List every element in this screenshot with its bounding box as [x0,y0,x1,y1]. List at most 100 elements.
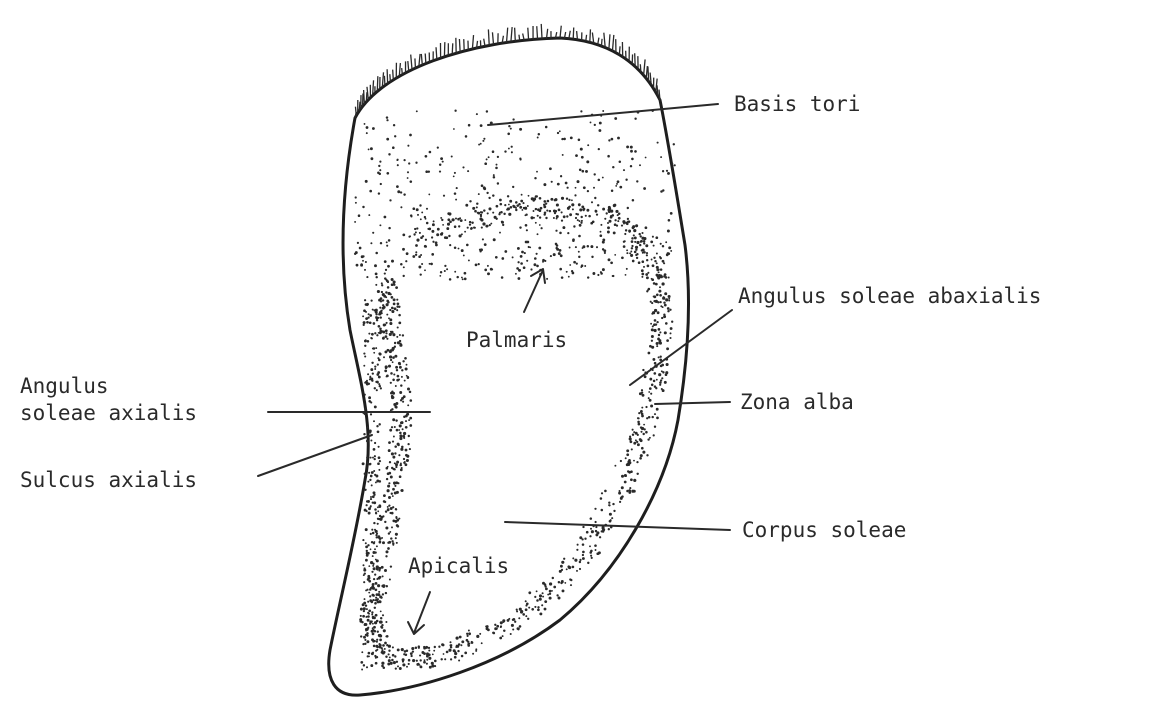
stipple-dot [619,186,622,189]
stipple-dot [544,600,547,603]
stipple-dot [563,138,566,141]
stipple-dot [486,158,488,160]
stipple-dot [492,150,495,153]
stipple-dot [459,217,461,219]
stipple-dot [630,254,633,257]
stipple-dot [372,127,375,130]
stipple-dot [480,211,482,213]
stipple-dot [375,582,378,585]
stipple-dot [392,379,395,382]
stipple-dot [594,508,596,510]
stipple-dot [600,224,602,226]
stipple-dot [405,654,408,657]
hatch-mark [390,74,391,82]
stipple-dot [584,538,586,540]
stipple-dot [431,236,433,238]
stipple-dot [560,175,562,177]
stipple-dot [662,371,664,373]
stipple-dot [522,202,524,204]
stipple-dot [378,469,380,471]
stipple-dot [371,362,373,364]
stipple-dot [480,124,483,127]
stipple-dot [602,177,604,179]
stipple-dot [652,311,655,314]
stipple-dot [370,548,372,550]
stipple-dot [645,157,647,159]
stipple-dot [364,355,366,357]
stipple-dot [582,543,585,546]
stipple-dot [370,475,373,478]
stipple-dot [607,226,610,229]
stipple-dot [525,213,527,215]
stipple-dot [623,169,625,171]
stipple-dot [395,537,397,539]
stipple-dot [656,269,659,272]
hatch-mark [515,28,516,42]
stipple-dot [619,161,622,164]
sole-outline [329,38,689,695]
stipple-dot [641,447,644,450]
stipple-dot [487,212,489,214]
hatch-mark [452,43,453,54]
stipple-dot [636,441,638,443]
hatch-mark [411,55,412,70]
stipple-dot [600,271,602,273]
stipple-dot [397,648,400,651]
stipple-dot [457,650,459,652]
stipple-dot [591,530,594,533]
stipple-dot [545,588,548,591]
stipple-dot [564,582,566,584]
stipple-dot [379,307,381,309]
stipple-dot [528,591,531,594]
stipple-dot [369,479,371,481]
stipple-dot [378,423,380,425]
stipple-dot [516,610,518,612]
stipple-dot [385,526,388,529]
stipple-dot [611,138,614,141]
stipple-dot [390,537,392,539]
stipple-dot [623,245,626,248]
stipple-dot [504,250,507,253]
stipple-dot [614,117,617,120]
stipple-dot [415,231,417,233]
stipple-dot [659,286,661,288]
stipple-dot [373,420,375,422]
stipple-dot [653,372,656,375]
stipple-dot [441,219,443,221]
stipple-dot [380,518,383,521]
stipple-dot [626,449,629,452]
stipple-dot [449,220,452,223]
stipple-dot [493,238,496,241]
stipple-dot [391,307,394,310]
stipple-dot [376,649,378,651]
hatch-mark [373,80,374,95]
stipple-dot [365,542,367,544]
stipple-dot [456,637,459,640]
stipple-dot [624,481,627,484]
stipple-dot [376,641,378,643]
stipple-dot [615,210,618,213]
stipple-dot [531,608,534,611]
stipple-dot [452,218,455,221]
stipple-dot [626,490,629,493]
stipple-dot [507,195,509,197]
stipple-dot [487,629,490,632]
stipple-dot [406,364,408,366]
stipple-dot [373,322,376,325]
stipple-dot [464,278,467,281]
stipple-dot [511,624,514,627]
stipple-dot [368,507,371,510]
stipple-dot [537,215,539,217]
stipple-dot [568,566,571,569]
stipple-dot [406,375,408,377]
stipple-dot [382,331,385,334]
stipple-dot [503,630,505,632]
stipple-dot [395,466,397,468]
stipple-dot [400,448,403,451]
stipple-dot [377,510,379,512]
stipple-dot [391,540,393,542]
stipple-dot [478,144,480,146]
stipple-dot [459,636,462,639]
stipple-dot [499,199,502,202]
stipple-dot [506,209,508,211]
